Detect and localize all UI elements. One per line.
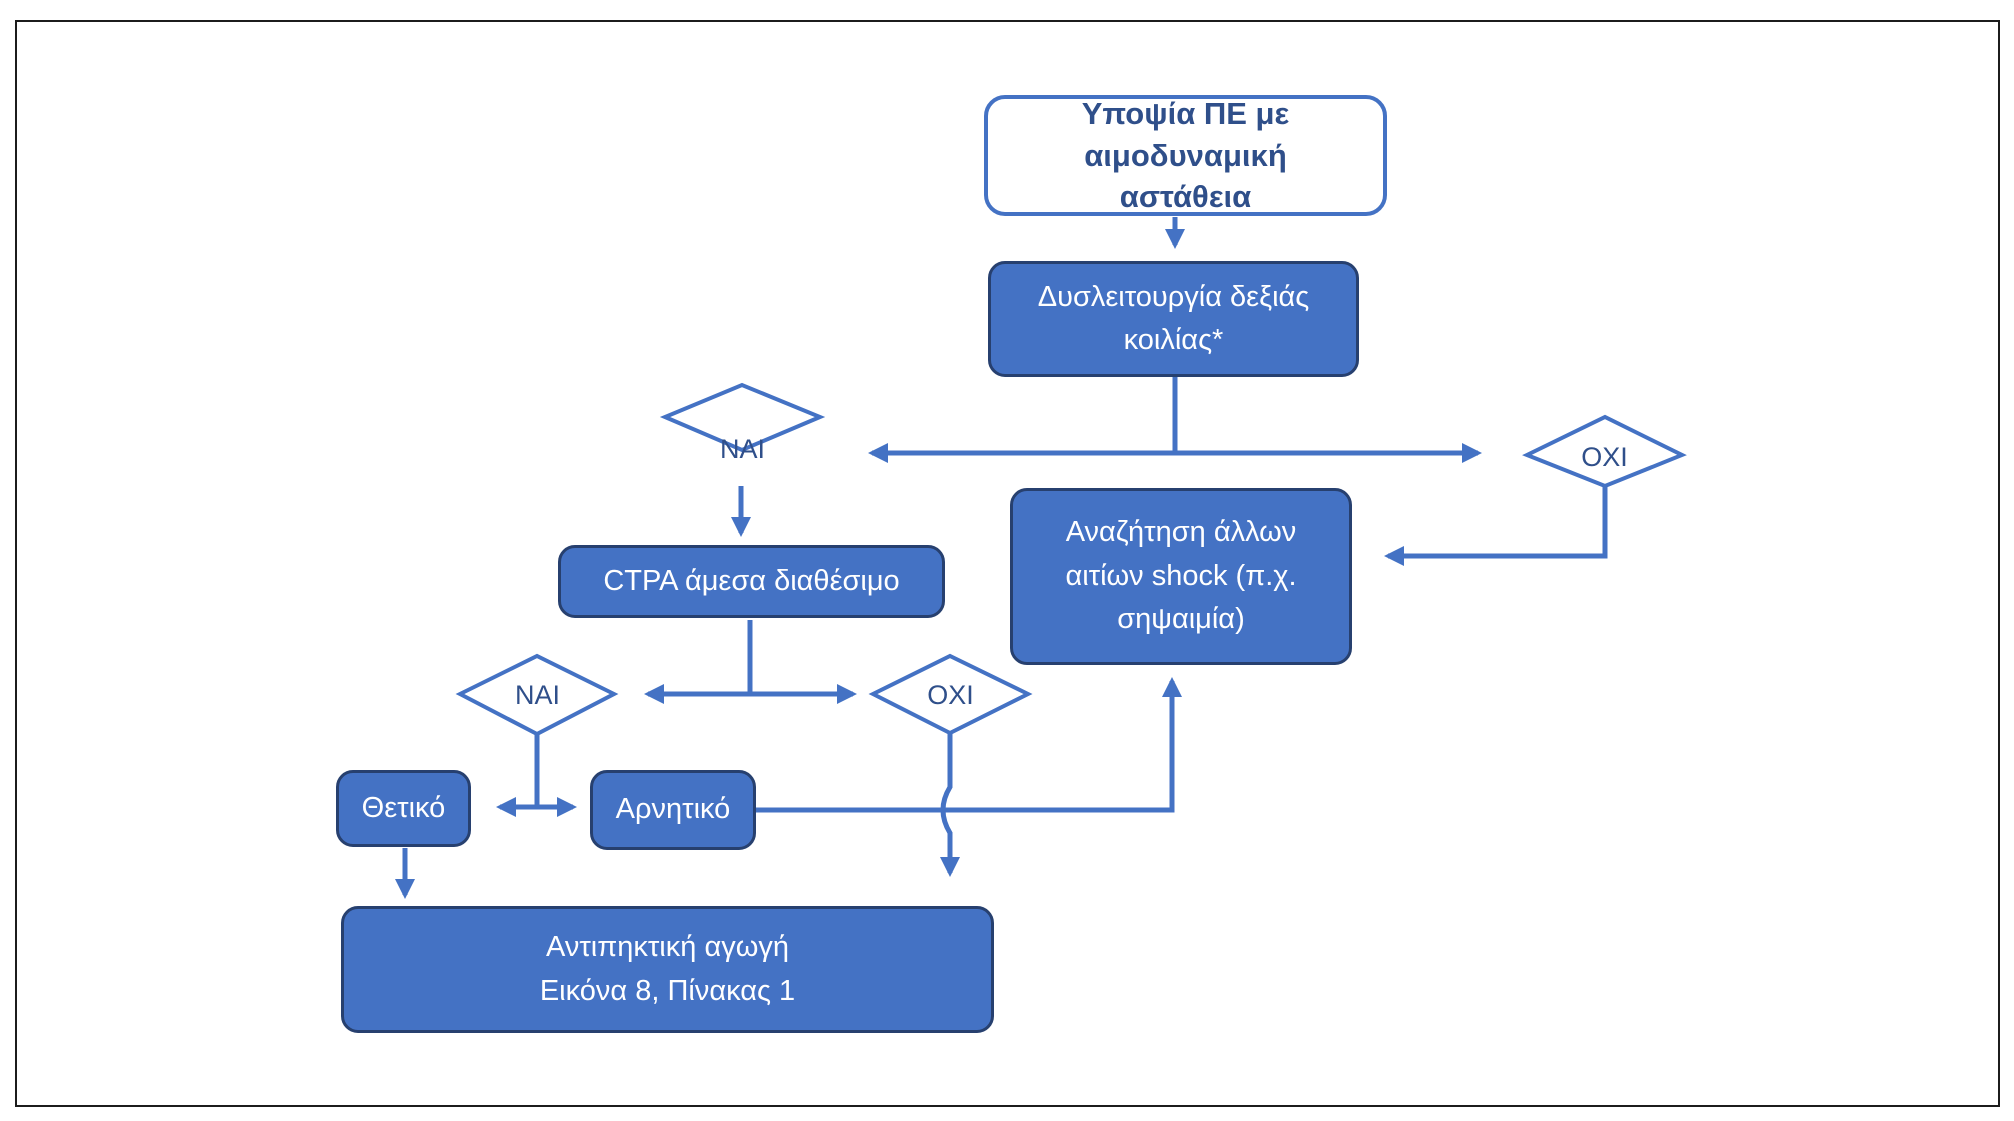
decision-diamond-rv-yes bbox=[659, 382, 826, 453]
arrow-ctpa-no-to-anticoagulation bbox=[940, 733, 960, 877]
ctpa-node: CTPA άμεσα διαθέσιμο bbox=[558, 545, 945, 618]
positive-result-label: Θετικό bbox=[361, 791, 446, 824]
slide-frame bbox=[15, 20, 2000, 1107]
decision-label-rv-no: ΟΧΙ bbox=[1581, 441, 1628, 472]
other-causes-node: Αναζήτηση άλλων αιτίων shock (π.χ. σηψαι… bbox=[1010, 488, 1352, 665]
other-causes-label: Αναζήτηση άλλων αιτίων shock (π.χ. σηψαι… bbox=[1065, 516, 1297, 636]
positive-result-node: Θετικό bbox=[336, 770, 471, 847]
anticoagulation-node: Αντιπηκτική αγωγή Εικόνα 8, Πίνακας 1 bbox=[341, 906, 994, 1033]
decision-label-rv-yes: ΝΑΙ bbox=[719, 433, 765, 464]
decision-label-ctpa-yes: ΝΑΙ bbox=[514, 679, 560, 710]
decision-diamond-rv-no bbox=[1522, 414, 1687, 489]
anticoagulation-label: Αντιπηκτική αγωγή Εικόνα 8, Πίνακας 1 bbox=[539, 931, 796, 1007]
negative-result-label: Αρνητικό bbox=[615, 793, 731, 826]
decision-diamond-ctpa-no bbox=[868, 653, 1033, 736]
arrow-rv-no-to-other-causes bbox=[1384, 486, 1608, 566]
rv-dysfunction-node: Δυσλειτουργία δεξιάς κοιλίας* bbox=[988, 261, 1359, 377]
decision-diamond-ctpa-yes bbox=[455, 653, 619, 737]
start-node: Υποψία ΠΕ με αιμοδυναμική αστάθεια bbox=[984, 95, 1387, 216]
decision-label-ctpa-no: ΟΧΙ bbox=[927, 679, 974, 710]
negative-result-node: Αρνητικό bbox=[590, 770, 756, 850]
start-node-label: Υποψία ΠΕ με αιμοδυναμική αστάθεια bbox=[1081, 95, 1290, 215]
rv-dysfunction-label: Δυσλειτουργία δεξιάς κοιλίας* bbox=[1037, 280, 1310, 357]
arrow-negative-to-other-causes bbox=[756, 677, 1182, 813]
ctpa-label: CTPA άμεσα διαθέσιμο bbox=[603, 564, 900, 597]
